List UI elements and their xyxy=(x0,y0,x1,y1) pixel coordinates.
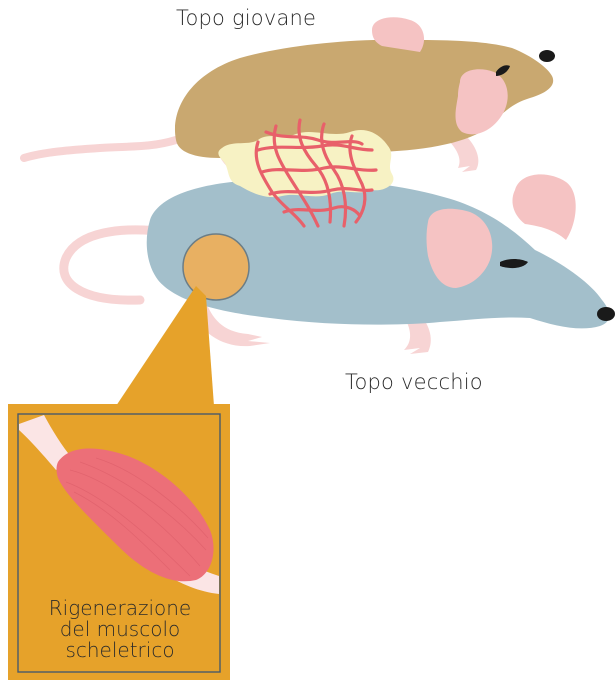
young-mouse-tail xyxy=(24,140,176,158)
inset-caption-line: Rigenerazione xyxy=(20,598,220,619)
young-mouse-front-ear xyxy=(456,69,508,134)
inset-caption-line: del muscolo xyxy=(20,619,220,640)
inset-caption: Rigenerazione del muscolo scheletrico xyxy=(20,598,220,661)
muscle-spot xyxy=(183,234,249,300)
young-mouse-nose xyxy=(539,50,555,62)
young-mouse-label: Topo giovane xyxy=(176,6,316,30)
old-mouse-back-ear xyxy=(512,174,575,240)
old-mouse-nose xyxy=(597,307,615,321)
inset-caption-line: scheletrico xyxy=(20,640,220,661)
old-mouse xyxy=(64,174,615,354)
old-mouse-label: Topo vecchio xyxy=(345,370,483,394)
